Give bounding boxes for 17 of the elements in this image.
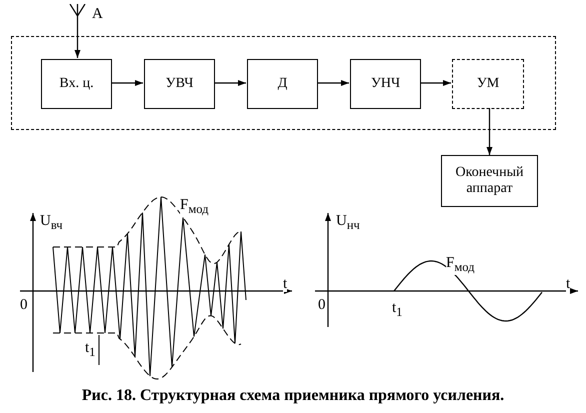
figure-caption: Рис. 18. Структурная схема приемника прямого усиления. bbox=[80, 388, 506, 404]
arrow bbox=[486, 108, 492, 155]
receiver-frame bbox=[11, 36, 556, 130]
curve-label: F$_{мод}$ bbox=[446, 255, 475, 275]
arrow bbox=[214, 80, 246, 86]
arrow bbox=[74, 22, 80, 58]
arrow bbox=[111, 80, 143, 86]
block-box: Оконечный аппарат bbox=[441, 155, 538, 207]
block-box: УВЧ bbox=[144, 59, 215, 109]
arrow bbox=[317, 80, 349, 86]
curve-label: F$_{мод}$ bbox=[180, 197, 209, 217]
antenna-label: А bbox=[92, 6, 103, 22]
arrow bbox=[420, 80, 451, 86]
block-box: УНЧ bbox=[350, 59, 421, 109]
block-box: Д bbox=[247, 59, 318, 109]
block-box: УМ bbox=[452, 59, 524, 109]
block-box: Вх. ц. bbox=[41, 59, 112, 109]
